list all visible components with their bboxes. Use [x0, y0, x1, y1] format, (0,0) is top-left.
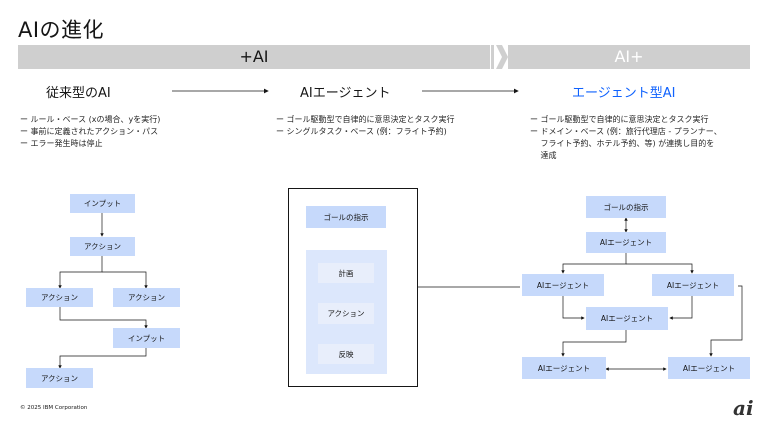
- node-goal-instruction-agentic: ゴールの指示: [586, 196, 666, 218]
- node-action-1: アクション: [70, 237, 135, 256]
- bullet: ー 事前に定義されたアクション・パス: [20, 127, 159, 136]
- bullet: ー ゴール駆動型で自律的に意思決定とタスク実行: [276, 115, 455, 124]
- heading-traditional-ai: 従来型のAI: [46, 86, 111, 101]
- bullet: ー ゴール駆動型で自律的に意思決定とタスク実行: [530, 115, 709, 124]
- node-agent-top: AIエージェント: [586, 232, 666, 253]
- node-agent-bottom-right: AIエージェント: [668, 357, 750, 379]
- node-action: アクション: [318, 303, 374, 324]
- copyright: © 2025 IBM Corporation: [20, 405, 88, 411]
- bullets-traditional-ai: ー ルール・ベース (xの場合、yを実行) ー 事前に定義されたアクション・パス…: [20, 114, 160, 150]
- bullet: ー エラー発生時は停止: [20, 139, 103, 148]
- bullet: ー シングルタスク・ベース (例：フライト予約): [276, 127, 447, 136]
- node-plan: 計画: [318, 263, 374, 283]
- node-agent-left: AIエージェント: [522, 274, 604, 296]
- bullet: ー ルール・ベース (xの場合、yを実行): [20, 115, 161, 124]
- bullet: フライト予約、ホテル予約、等) が連携し目的を: [530, 139, 715, 148]
- node-action-2: アクション: [26, 288, 93, 307]
- band-left: [18, 45, 490, 69]
- node-action-4: アクション: [26, 368, 93, 388]
- ai-logo: ai: [733, 396, 754, 420]
- node-agent-right: AIエージェント: [652, 274, 734, 296]
- band-right: [508, 45, 750, 69]
- bullets-agentic-ai: ー ゴール駆動型で自律的に意思決定とタスク実行 ー ドメイン・ベース (例：旅行…: [530, 114, 722, 162]
- heading-agentic-ai: エージェント型AI: [572, 86, 676, 101]
- node-goal-instruction: ゴールの指示: [306, 206, 386, 228]
- node-input-1: インプット: [70, 194, 135, 213]
- bullets-ai-agent: ー ゴール駆動型で自律的に意思決定とタスク実行 ー シングルタスク・ベース (例…: [276, 114, 455, 138]
- node-agent-bottom-left: AIエージェント: [522, 357, 606, 379]
- band-right-label: AI+: [614, 47, 644, 66]
- band-left-label: +AI: [239, 47, 269, 66]
- node-reflect: 反映: [318, 344, 374, 364]
- page-title: AIの進化: [18, 18, 105, 42]
- node-input-2: インプット: [113, 328, 180, 348]
- heading-ai-agent: AIエージェント: [300, 86, 391, 101]
- node-agent-center: AIエージェント: [586, 307, 668, 330]
- chevron-arrow-icon: [486, 45, 508, 69]
- bullet: ー ドメイン・ベース (例：旅行代理店 - プランナー、: [530, 127, 722, 136]
- bullet: 達成: [530, 151, 557, 160]
- node-action-3: アクション: [113, 288, 180, 307]
